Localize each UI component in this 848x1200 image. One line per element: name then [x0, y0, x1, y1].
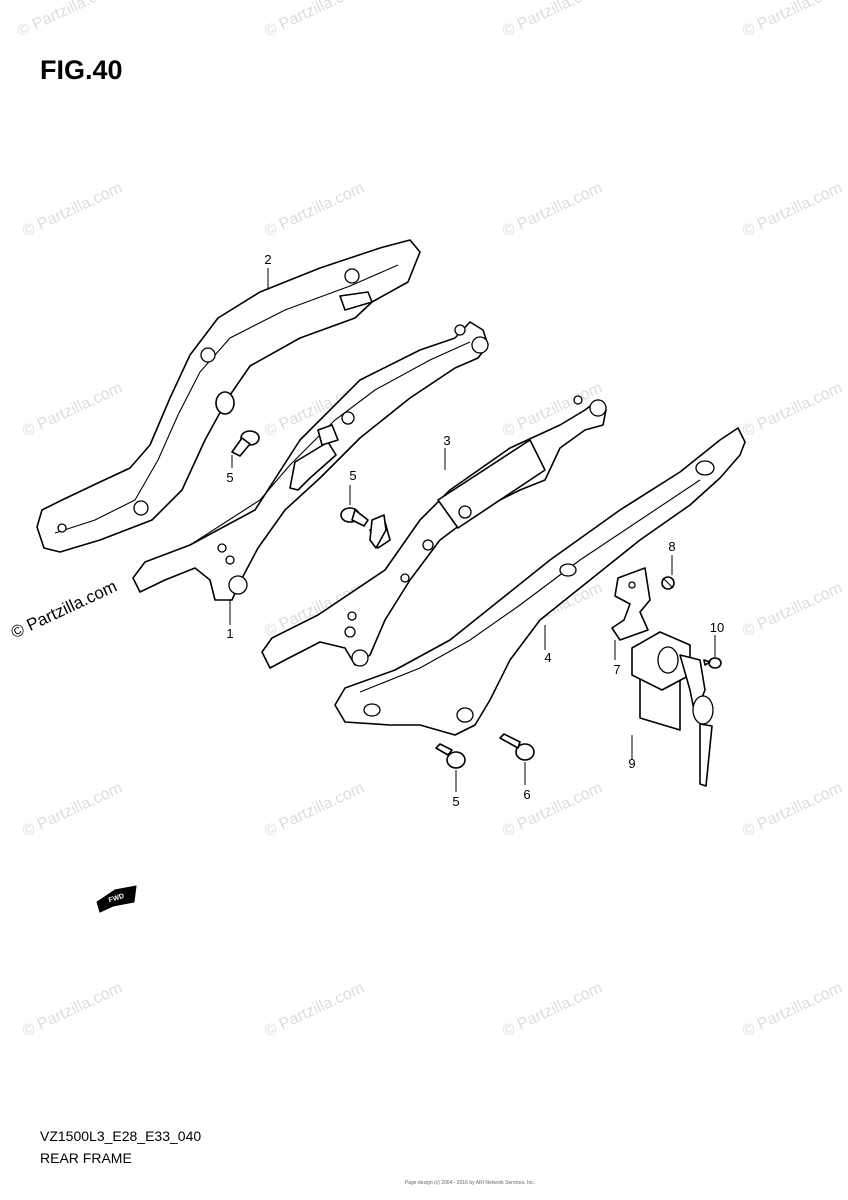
callout-7: 7: [613, 662, 620, 677]
fastener-5b: [340, 507, 387, 549]
part-4-rear-frame: [334, 427, 746, 736]
part-2-frame-cover: [36, 239, 421, 553]
callout-5: 5: [349, 468, 356, 483]
fastener-5a: [231, 430, 260, 457]
callout-8: 8: [668, 539, 675, 554]
fwd-label: FWD: [108, 893, 125, 905]
callout-5: 5: [452, 794, 459, 809]
part-3-rear-frame-bracket-right: [261, 395, 607, 669]
fastener-8: [661, 576, 675, 590]
callout-10: 10: [710, 620, 724, 635]
callout-1: 1: [226, 626, 233, 641]
part-1-rear-frame-bracket-left: [132, 321, 489, 601]
part-9-helmet-lock-set: [631, 631, 714, 787]
part-7-bracket-plate: [611, 567, 651, 641]
diagram-title: REAR FRAME: [40, 1150, 132, 1166]
callout-3: 3: [443, 433, 450, 448]
model-code: VZ1500L3_E28_E33_040: [40, 1128, 202, 1144]
callout-6: 6: [523, 787, 530, 802]
callout-5: 5: [226, 470, 233, 485]
forward-direction-arrow-icon: FWD: [96, 885, 137, 913]
fastener-5c: [435, 743, 466, 769]
figure-title: FIG.40: [40, 55, 123, 85]
copyright-note: Page design (c) 2004 - 2016 by ARI Netwo…: [404, 1180, 536, 1186]
fastener-6: [499, 733, 535, 761]
callout-9: 9: [628, 756, 635, 771]
callout-2: 2: [264, 252, 271, 267]
fastener-10: [703, 657, 722, 669]
callout-4: 4: [544, 650, 551, 665]
